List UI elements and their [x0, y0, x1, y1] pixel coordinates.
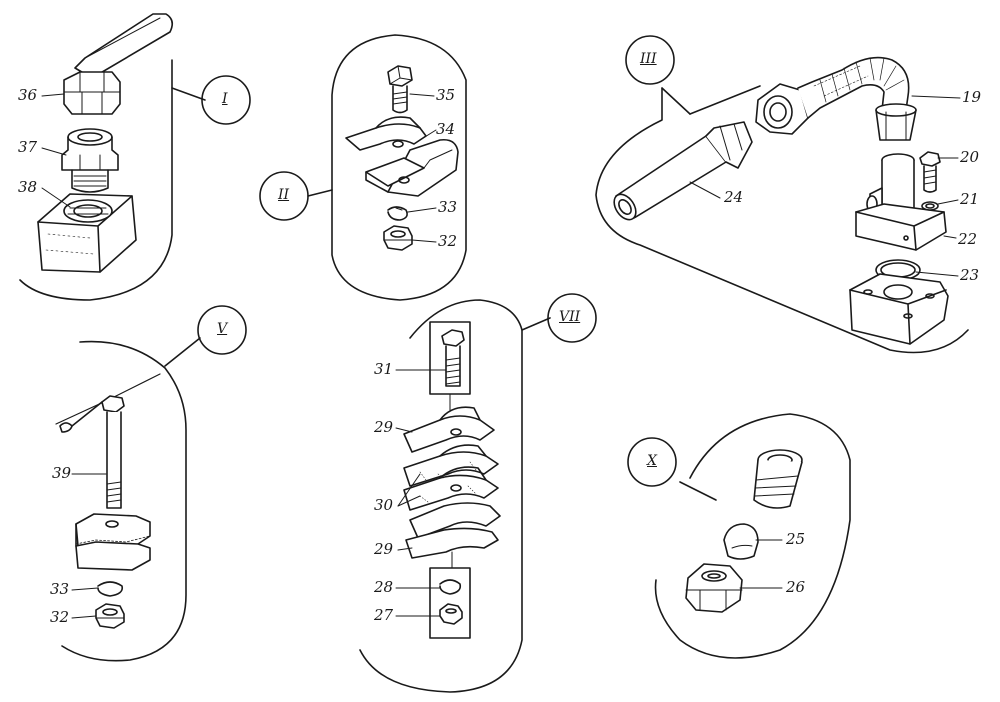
group-v-callout-circle — [197, 305, 247, 355]
nut-26 — [685, 563, 743, 613]
callout-iii: III — [640, 51, 657, 67]
leaders-group-iii — [689, 95, 961, 277]
handle-valve-36 — [63, 13, 174, 115]
hose-nut-19 — [755, 56, 917, 141]
lower-frame-27-28 — [429, 567, 471, 639]
label-32: 32 — [438, 232, 458, 250]
callout-ii: II — [278, 187, 290, 203]
block-fitting-38 — [37, 193, 137, 273]
group-ii-callout-circle — [259, 171, 309, 221]
label-27: 27 — [374, 606, 394, 624]
ball-plug-25 — [723, 523, 759, 560]
label-34: 34 — [436, 120, 456, 138]
label-20: 20 — [960, 148, 980, 166]
label-25: 25 — [786, 530, 806, 548]
callout-x: X — [647, 453, 657, 469]
label-24: 24 — [724, 188, 744, 206]
sleeve-x — [753, 449, 803, 509]
group-x-callout-circle — [627, 437, 677, 487]
group-x-enclosure — [654, 413, 851, 659]
callout-vii: VII — [559, 309, 581, 325]
label-30: 30 — [374, 496, 394, 514]
lock-washer-33 — [387, 206, 408, 221]
clamp-blocks-v — [75, 513, 151, 571]
label-36: 36 — [18, 86, 38, 104]
nut-32 — [383, 225, 413, 251]
label-37: 37 — [18, 138, 38, 156]
leaders-group-vii — [395, 369, 447, 617]
group-v-enclosure — [61, 337, 201, 662]
label-33: 33 — [438, 198, 458, 216]
leaders-group-ii — [407, 93, 437, 243]
group-iii-callout-circle — [625, 35, 675, 85]
clamp-stack-29-30 — [403, 406, 501, 569]
group-vii-enclosure — [359, 299, 551, 693]
label-38: 38 — [18, 178, 38, 196]
clamp-34 — [345, 116, 459, 197]
bolt-20 — [919, 151, 941, 193]
label-33-v: 33 — [50, 580, 70, 598]
bolt-31-frame — [429, 321, 471, 411]
label-21: 21 — [960, 190, 980, 208]
tee-fitting-22 — [855, 153, 947, 251]
label-32-v: 32 — [50, 608, 70, 626]
label-26: 26 — [786, 578, 806, 596]
label-28: 28 — [374, 578, 394, 596]
leaders-group-x — [739, 539, 783, 589]
group-i-callout-circle — [201, 75, 251, 125]
group-vii-callout-circle — [547, 293, 597, 343]
leaders-group-v — [71, 473, 107, 619]
bolt-35 — [387, 65, 413, 114]
leaders-group-i — [41, 93, 71, 208]
nut-32-v — [95, 603, 125, 629]
eyebolt-39 — [55, 373, 161, 509]
union-nut-37 — [61, 128, 119, 193]
label-35: 35 — [436, 86, 456, 104]
label-29-top: 29 — [374, 418, 394, 436]
label-19: 19 — [962, 88, 982, 106]
label-29-bottom: 29 — [374, 540, 394, 558]
group-i-enclosure — [19, 59, 206, 301]
tube-24 — [613, 121, 753, 221]
group-iii-enclosure — [595, 85, 969, 354]
group-ii-enclosure — [307, 34, 467, 301]
washer-21 — [921, 201, 939, 211]
lock-washer-33-v — [97, 581, 124, 597]
callout-i: I — [222, 91, 228, 107]
label-31: 31 — [374, 360, 394, 378]
label-23: 23 — [960, 266, 980, 284]
label-22: 22 — [958, 230, 978, 248]
base-flange — [849, 273, 949, 345]
label-39: 39 — [52, 464, 72, 482]
callout-v: V — [217, 321, 228, 337]
